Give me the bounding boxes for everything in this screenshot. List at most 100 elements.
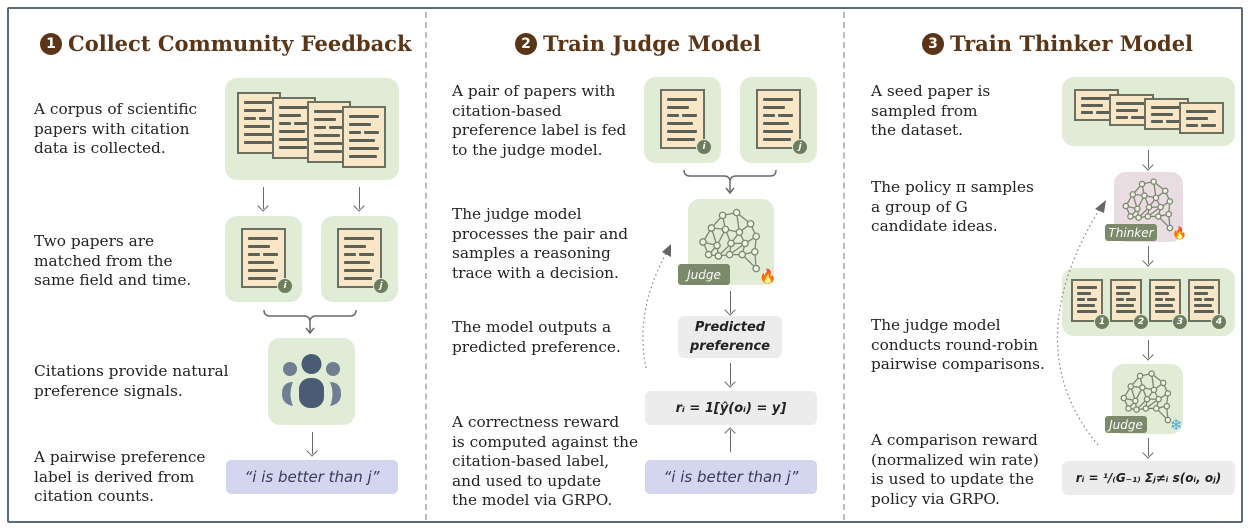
paper-icon <box>342 106 386 168</box>
merge-bracket <box>263 309 357 335</box>
network-node <box>1166 224 1174 232</box>
network-node <box>713 241 721 250</box>
step-description: The judge model conducts round-robin pai… <box>871 316 1045 373</box>
network-node <box>721 225 730 234</box>
step-number-badge: 1 <box>40 32 62 55</box>
predicted-line-1: Predicted <box>694 320 766 335</box>
arrow-down <box>1148 340 1149 358</box>
judge-tag: Judge <box>1105 416 1147 433</box>
paper-badge: j <box>373 278 389 294</box>
network-node <box>1135 214 1142 221</box>
network-node <box>1138 180 1146 188</box>
network-node <box>738 250 747 259</box>
paper-i-panel: i <box>644 77 721 163</box>
paper-icon <box>241 228 286 288</box>
network-node <box>735 228 744 237</box>
comparison-reward-formula: rᵢ = ¹/₍G₋₁₎ Σⱼ≠ᵢ s(oᵢ, oⱼ) <box>1062 461 1235 495</box>
column-3-title: 3 Train Thinker Model <box>922 31 1193 56</box>
network-node <box>1163 402 1171 410</box>
network-node <box>1166 198 1174 205</box>
network-node <box>1152 194 1160 202</box>
candidate-badge: 1 <box>1094 314 1110 330</box>
network-node <box>1141 192 1148 199</box>
neural-network-icon <box>1122 178 1174 232</box>
community-icon <box>282 354 341 408</box>
step-description: The judge model processes the pair and s… <box>452 205 629 282</box>
network-node <box>1136 372 1144 380</box>
network-node <box>699 238 707 246</box>
network-node <box>1139 384 1146 391</box>
community-panel <box>268 338 355 425</box>
step-description: Citations provide natural preference sig… <box>34 362 229 400</box>
network-node <box>1132 397 1139 405</box>
paper-badge: i <box>696 139 712 155</box>
network-node <box>1125 405 1132 412</box>
candidate-ideas-panel: 1 2 3 4 <box>1062 268 1235 336</box>
column-separator <box>425 12 427 520</box>
network-node <box>1127 383 1135 390</box>
step-description: A correctness reward is computed against… <box>452 413 639 509</box>
feedback-loop-arrow <box>642 244 671 369</box>
arrow-up <box>730 430 731 452</box>
arrow-down <box>312 432 313 454</box>
paper-icon <box>1071 279 1103 322</box>
network-node <box>1150 386 1158 394</box>
network-node <box>718 211 727 220</box>
paper-icon <box>337 228 382 288</box>
network-node <box>1157 203 1164 211</box>
network-node <box>727 239 735 248</box>
preference-label: “i is better than j” <box>645 460 817 494</box>
column-title-text: Train Thinker Model <box>950 31 1194 56</box>
arrow-down <box>1148 246 1149 264</box>
step-description: Two papers are matched from the same fie… <box>34 232 192 289</box>
step-description: The model outputs a predicted preference… <box>452 318 621 356</box>
network-node <box>707 224 716 232</box>
column-title-text: Train Judge Model <box>543 31 761 56</box>
step-number-badge: 2 <box>515 32 537 55</box>
network-node <box>1129 191 1137 198</box>
step-description: A pair of papers with citation-based pre… <box>452 82 627 159</box>
network-node <box>1142 405 1150 412</box>
fire-icon: 🔥 <box>759 269 777 285</box>
arrow-down <box>730 291 731 313</box>
network-node <box>1134 205 1141 213</box>
arrow-down <box>1148 150 1149 168</box>
candidate-badge: 4 <box>1211 314 1227 330</box>
network-node <box>704 250 713 259</box>
judge-model-panel <box>688 199 774 285</box>
network-node <box>752 264 761 273</box>
dataset-panel <box>1062 77 1235 146</box>
network-node <box>725 250 734 259</box>
candidate-badge: 3 <box>1172 314 1188 330</box>
paper-i-panel: i <box>225 216 302 302</box>
network-node <box>746 219 755 228</box>
paper-j-panel: j <box>321 216 398 302</box>
paper-j-panel: j <box>740 77 817 163</box>
network-node <box>714 252 723 260</box>
network-node <box>1143 395 1151 403</box>
paper-icon <box>1179 102 1224 134</box>
arrow-down <box>359 187 360 209</box>
snowflake-icon: ❄ <box>1170 416 1183 434</box>
column-2-title: 2 Train Judge Model <box>515 31 761 56</box>
step-description: A pairwise preference label is derived f… <box>34 448 206 505</box>
network-node <box>1165 210 1173 218</box>
figure-frame <box>7 7 1243 523</box>
preference-label: “i is better than j” <box>226 460 398 494</box>
step-number-badge: 3 <box>922 32 944 55</box>
arrow-down <box>1148 438 1149 456</box>
fire-icon: 🔥 <box>1172 226 1187 240</box>
step-description: A corpus of scientific papers with citat… <box>34 100 198 157</box>
network-node <box>1159 379 1167 387</box>
paper-icon <box>756 89 801 149</box>
judge-tag: Judge <box>678 264 730 285</box>
corpus-panel <box>225 78 399 180</box>
neural-network-icon <box>699 208 761 273</box>
paper-icon <box>660 89 705 149</box>
network-node <box>1164 390 1172 397</box>
network-node <box>1154 213 1162 220</box>
thinker-tag: Thinker <box>1105 224 1157 241</box>
network-node <box>1144 213 1152 220</box>
network-node <box>732 208 741 217</box>
column-1-title: 1 Collect Community Feedback <box>40 31 412 56</box>
